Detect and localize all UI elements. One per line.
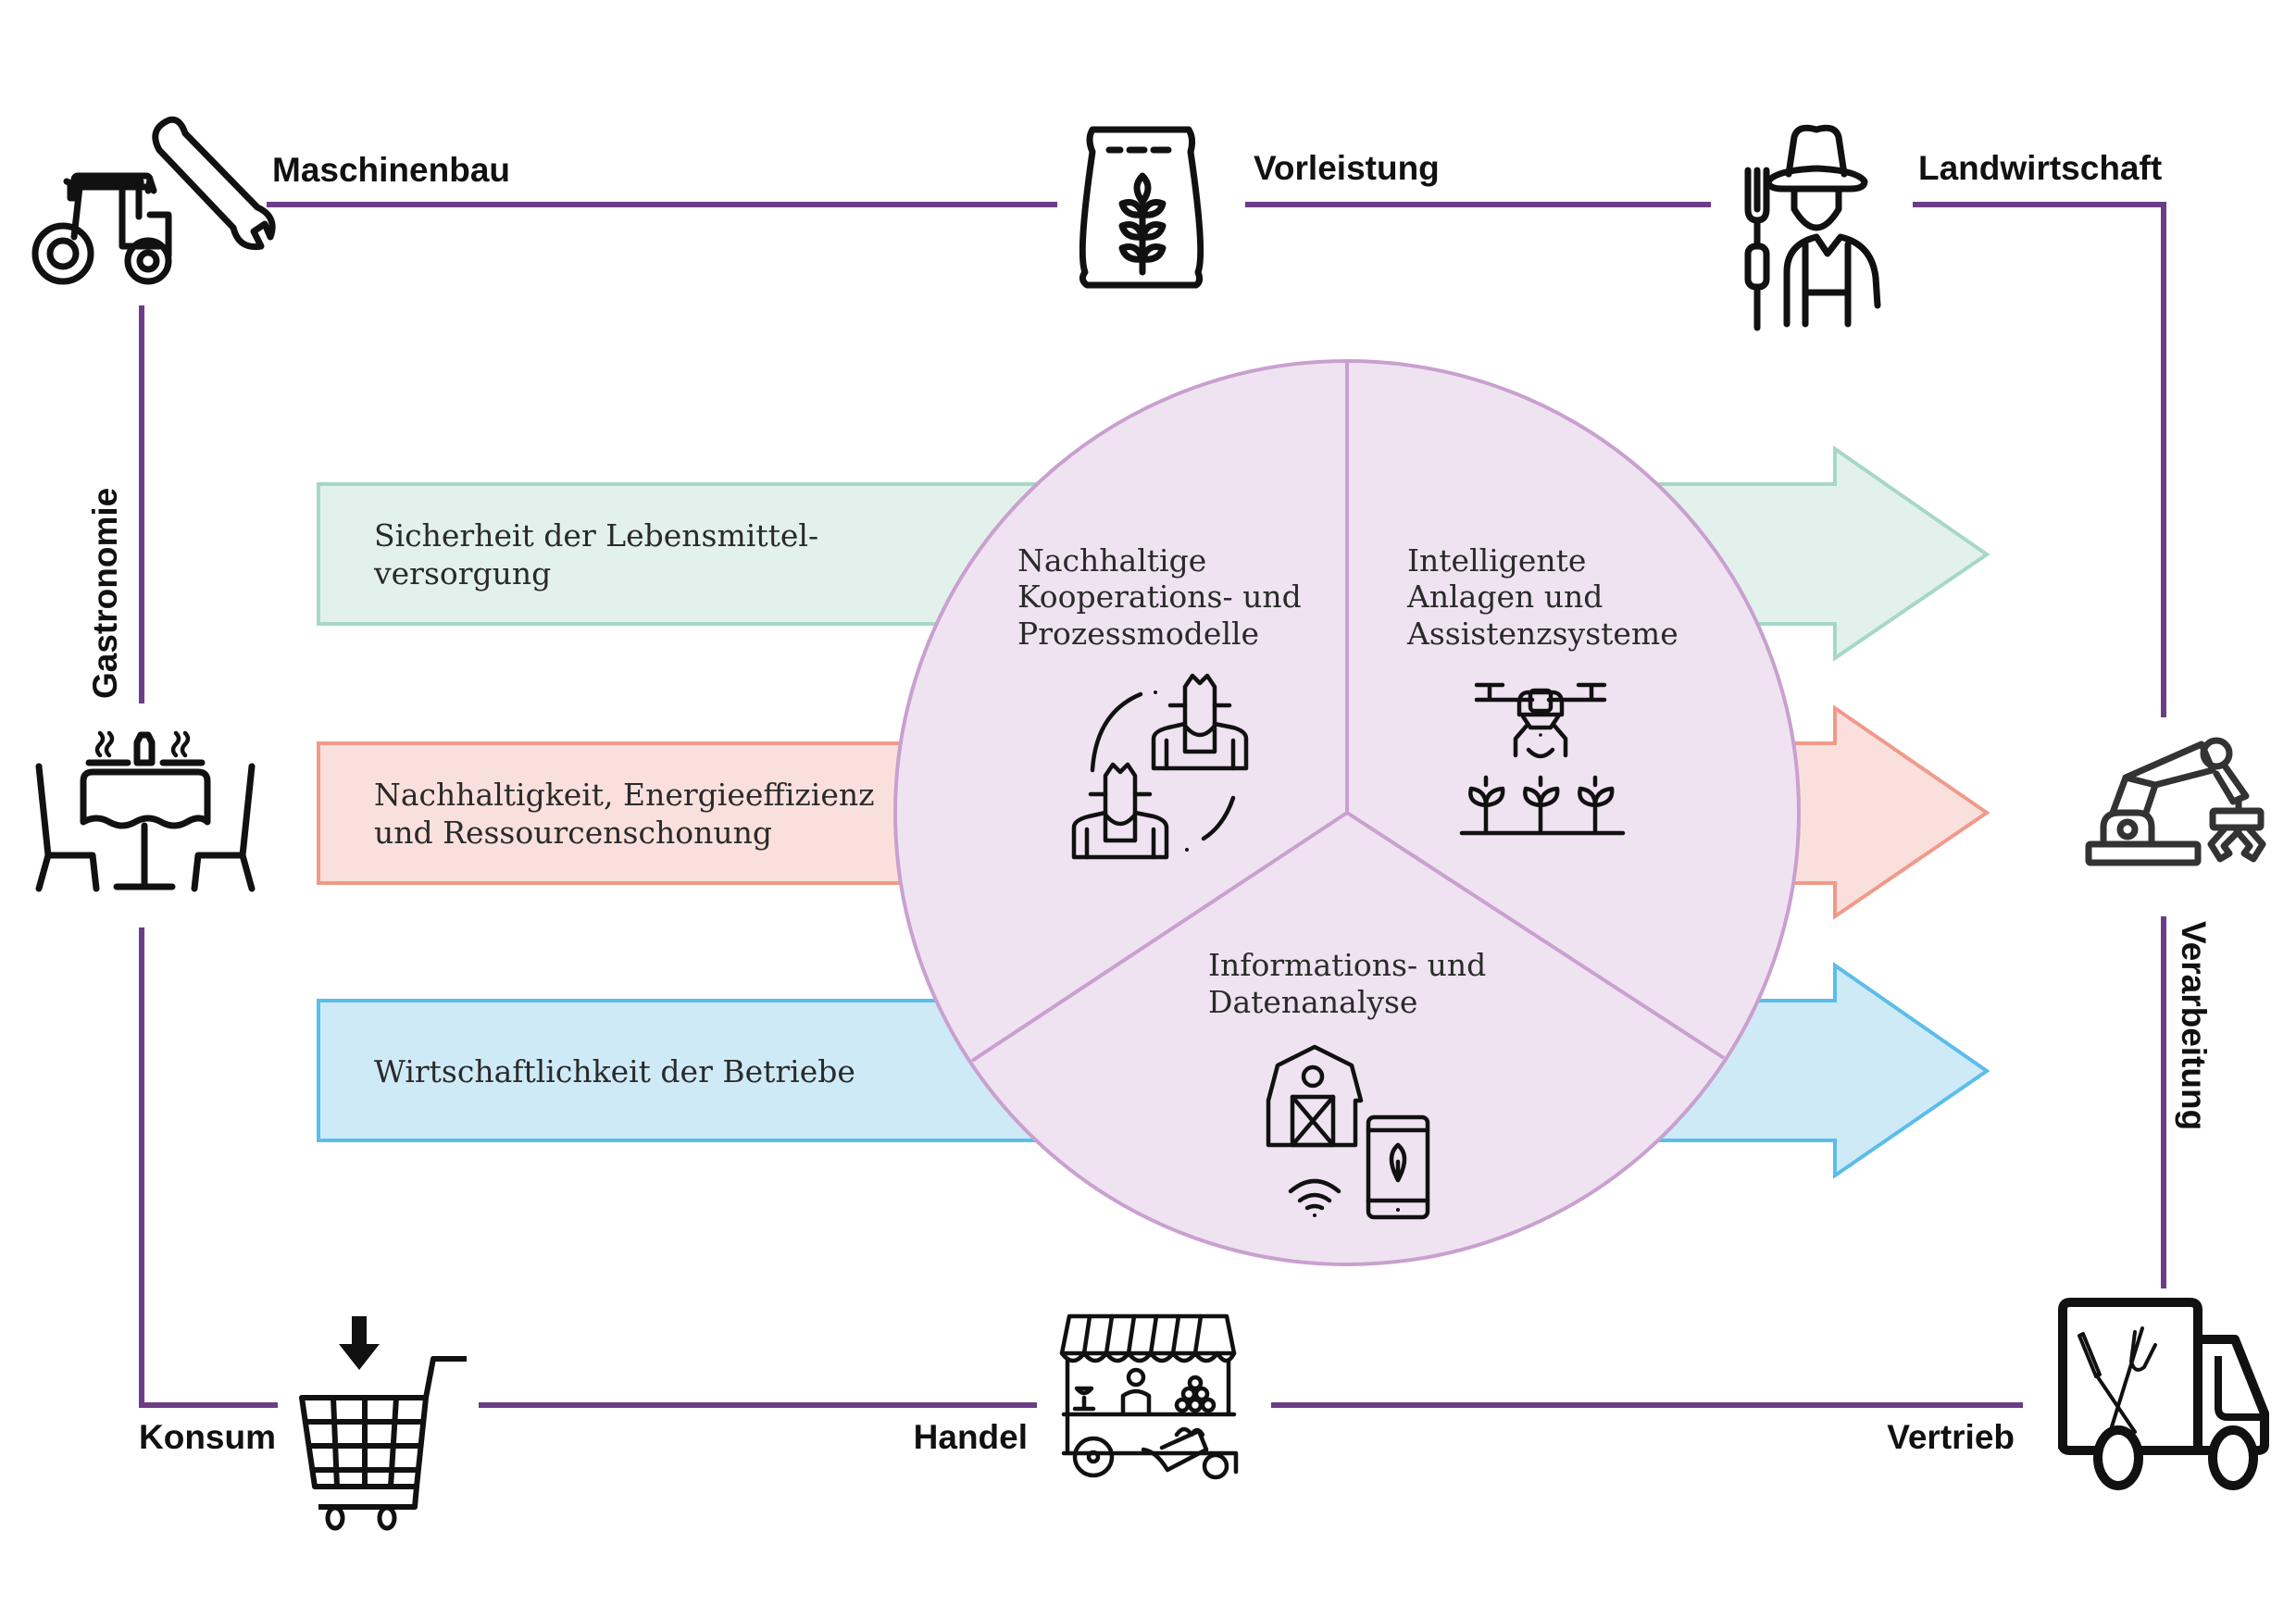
robot-arm-icon [2085,737,2266,866]
innovation-circle [893,359,1801,1266]
node-label-handel: Handel [914,1418,1028,1456]
food-delivery-truck-icon [2058,1298,2269,1490]
segment-text-cooperation: Nachhaltige Kooperations- und Prozessmod… [1017,542,1311,652]
segment-text-data-analysis: Informations- und Datenanalyse [1208,947,1496,1020]
frame-line-konsum-gastronomie [139,927,278,1408]
node-label-verarbeitung: Verarbeitung [2175,921,2213,1130]
farmer-pitchfork-icon [1744,124,1881,331]
drone-crops-icon [1459,682,1626,836]
node-label-landwirtschaft: Landwirtschaft [1918,149,2162,187]
segment-divider-right [1345,811,1726,1060]
goal-text-food-security: Sicherheit der Lebensmittel- versorgung [373,517,829,591]
node-label-konsum: Konsum [139,1418,276,1456]
restaurant-table-icon [35,730,256,892]
barn-smartphone-icon [1266,1044,1430,1220]
node-label-gastronomie: Gastronomie [86,488,124,699]
market-stall-icon [1059,1313,1239,1480]
goal-text-profitability: Wirtschaftlichkeit der Betriebe [374,1053,855,1089]
segment-divider-left [970,811,1349,1063]
segment-text-smart-systems: Intelligente Anlagen und Assistenzsystem… [1406,542,1678,652]
frame-line-landwirtschaft-verarbeitung [1913,202,2166,717]
goal-text-sustainability: Nachhaltigkeit, Energieeffizienz und Res… [374,777,884,851]
node-label-vorleistung: Vorleistung [1254,149,1440,187]
grain-sack-icon [1079,126,1204,289]
shopping-cart-icon [299,1316,467,1531]
value-chain-frame [139,202,2166,1408]
farmers-cooperation-icon [1071,673,1249,860]
node-label-vertrieb: Vertrieb [1887,1418,2015,1456]
node-label-maschinenbau: Maschinenbau [272,151,510,189]
tractor-wrench-icon [31,116,276,285]
